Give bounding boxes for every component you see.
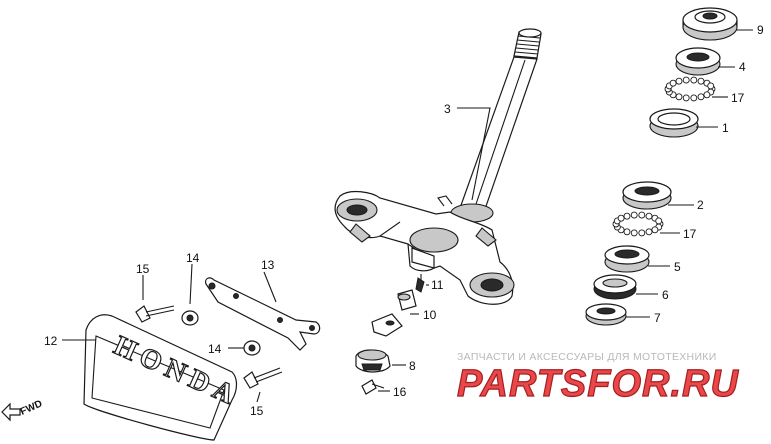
part-12-emblem: HONDA [83,314,245,441]
part-13-emblem-bracket [205,277,321,351]
part-7-washer [585,303,627,326]
callout-labels: 9 4 17 1 3 2 17 5 6 7 13 14 15 11 10 12 … [44,23,764,418]
steel-ball [690,76,698,84]
callout-1: 1 [722,121,729,135]
callout-10: 10 [423,308,437,322]
watermark: ЗАПЧАСТИ И АКСЕССУАРЫ ДЛЯ МОТОТЕХНИКИ PA… [456,351,739,406]
part-17-steel-balls-lower [612,211,664,237]
steel-ball [682,94,690,102]
arrow-icon [1,402,21,422]
callout-14-upper: 14 [186,251,200,265]
callout-6: 6 [662,288,669,302]
part-17-steel-balls-upper [664,76,716,102]
steel-ball [697,77,705,85]
part-14-nut-upper [181,310,199,326]
callout-2: 2 [697,198,704,212]
steel-ball [675,93,683,101]
steel-ball [630,229,638,237]
callout-12: 12 [44,334,58,348]
callout-8: 8 [409,359,416,373]
part-11-bolt [415,274,425,293]
part-4-bearing-race [675,47,721,76]
leader-lines [62,29,753,403]
callout-11: 11 [431,278,444,292]
part-10-bracket [371,289,417,337]
steel-ball [623,212,631,220]
part-8-clamp [355,349,391,373]
steel-ball [682,76,690,84]
part-2-race [622,181,672,210]
callout-13: 13 [261,258,275,272]
steel-ball [651,226,659,234]
callout-16: 16 [393,385,407,399]
part-3-steering-stem [334,28,542,305]
steel-ball [638,229,646,237]
steel-ball [623,228,631,236]
steel-ball [630,211,638,219]
callout-5: 5 [674,260,681,274]
callout-17-upper: 17 [731,91,745,105]
steel-ball [707,82,715,90]
callout-15-upper: 15 [136,262,150,276]
steel-ball [690,94,698,102]
part-9-adjusting-nut [682,7,738,41]
part-15-bolt-upper [135,305,175,323]
steel-ball [645,228,653,236]
part-1-top-cone-race [649,108,699,138]
steel-ball [645,212,653,220]
part-5-bottom-cone-race [604,245,650,273]
callout-14-lower: 14 [208,342,222,356]
steel-ball [617,214,625,222]
callout-4: 4 [739,60,746,74]
part-14-nut-lower [243,340,261,356]
steel-ball [697,93,705,101]
steel-ball [675,77,683,85]
watermark-logo: PARTSFOR.RU [457,363,739,405]
fwd-label: FWD [19,398,44,417]
part-6-dust-seal [593,274,637,300]
steel-ball [703,91,711,99]
callout-15-lower: 15 [250,404,264,418]
steel-ball [655,217,663,225]
watermark-caption: ЗАПЧАСТИ И АКСЕССУАРЫ ДЛЯ МОТОТЕХНИКИ [457,351,717,363]
callout-17-lower: 17 [683,227,697,241]
steel-ball [669,79,677,87]
callout-3: 3 [444,102,451,116]
steel-ball [638,211,646,219]
callout-7: 7 [654,311,661,325]
part-16-screw [361,379,385,395]
part-15-bolt-lower [243,367,283,389]
fwd-direction-marker: FWD [1,398,44,422]
callout-9: 9 [757,23,764,37]
